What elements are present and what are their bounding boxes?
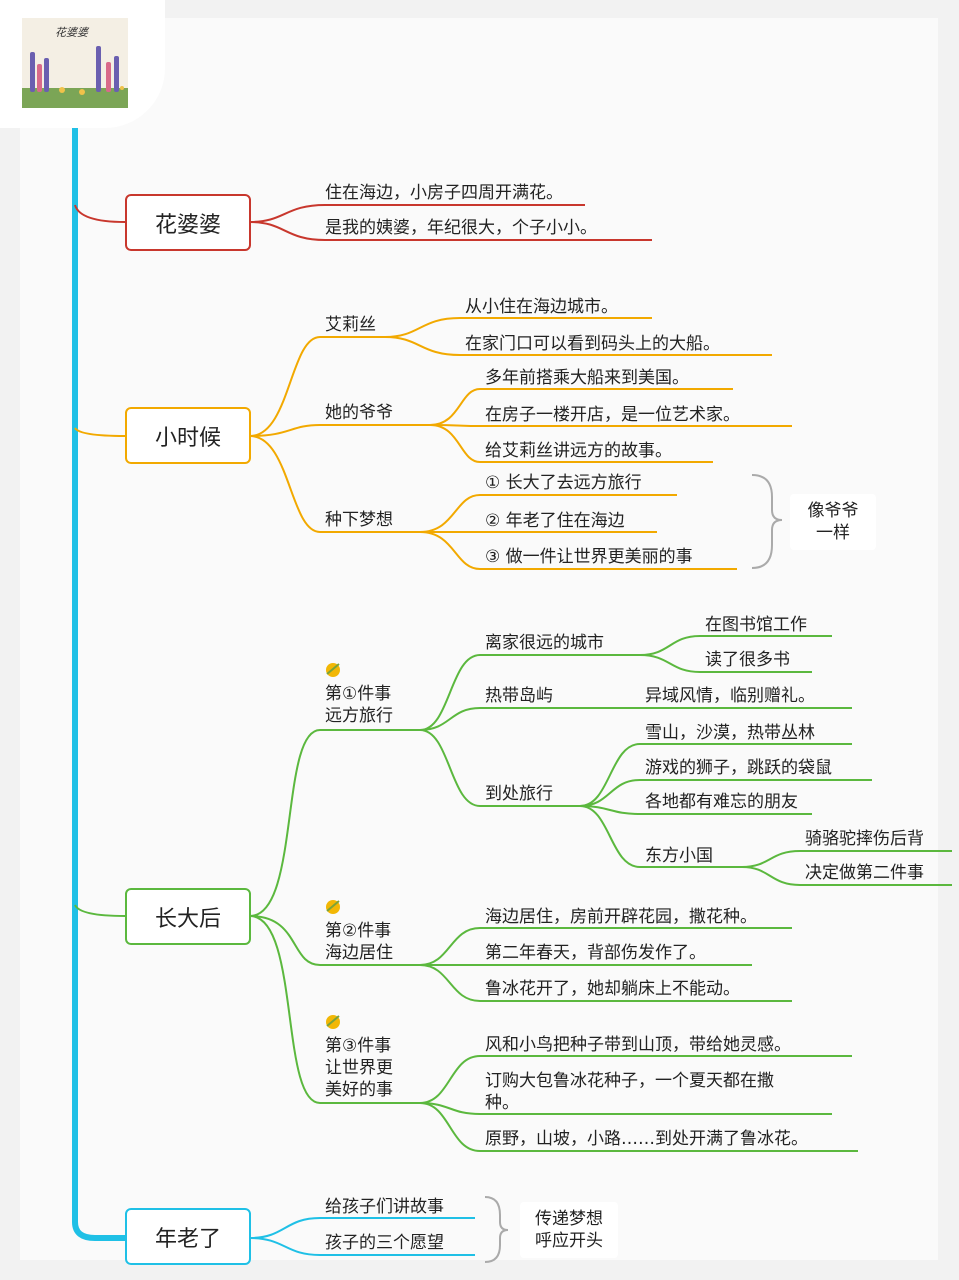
cover-card: 花婆婆 <box>0 0 165 128</box>
s3-east-item-2: 决定做第二件事 <box>805 863 924 883</box>
s4-branches <box>249 1217 475 1256</box>
s2-alice-label: 艾莉丝 <box>325 315 376 335</box>
node-grown-up[interactable]: 长大后 <box>125 888 251 945</box>
node-old-age[interactable]: 年老了 <box>125 1208 251 1265</box>
book-cover-image <box>22 18 128 108</box>
spine-link-s3 <box>74 904 126 917</box>
spine-link-s1 <box>74 204 126 223</box>
s4-note: 传递梦想 呼应开头 <box>520 1202 618 1258</box>
s3-island-item: 异域风情，临别赠礼。 <box>645 686 815 706</box>
s2-alice-item-2: 在家门口可以看到码头上的大船。 <box>465 334 720 354</box>
s3-city-label: 离家很远的城市 <box>485 633 604 653</box>
s1-item-2: 是我的姨婆，年纪很大，个子小小。 <box>325 218 597 238</box>
s3-thing3-item-3: 原野，山坡，小路……到处开满了鲁冰花。 <box>485 1129 808 1149</box>
s3-thing2-item-3: 鲁冰花开了，她却躺床上不能动。 <box>485 979 740 999</box>
s2-branches <box>249 317 792 570</box>
s3-east-item-1: 骑骆驼摔伤后背 <box>805 829 924 849</box>
s1-item-1: 住在海边，小房子四周开满花。 <box>325 183 563 203</box>
s1-branches <box>249 204 652 241</box>
node-huapopo[interactable]: 花婆婆 <box>125 194 251 251</box>
s4-note-brace <box>484 1196 509 1263</box>
s3-thing3-item-1: 风和小鸟把种子带到山顶，带给她灵感。 <box>485 1035 791 1055</box>
s3-thing3-label: 第③件事 让世界更 美好的事 <box>325 1036 393 1100</box>
spine <box>72 128 125 1241</box>
s2-dream-item-2: ② 年老了住在海边 <box>485 511 625 531</box>
star-icon <box>326 900 340 914</box>
s3-island-label: 热带岛屿 <box>485 686 553 706</box>
node-childhood[interactable]: 小时候 <box>125 407 251 464</box>
s2-note-brace <box>751 474 783 569</box>
s3-thing2-item-1: 海边居住，房前开辟花园，撒花种。 <box>485 907 757 927</box>
s2-grandpa-item-3: 给艾莉丝讲远方的故事。 <box>485 441 672 461</box>
s3-travel-item-1: 雪山，沙漠，热带丛林 <box>645 723 815 743</box>
s2-grandpa-item-1: 多年前搭乘大船来到美国。 <box>485 368 689 388</box>
star-icon <box>326 663 340 677</box>
s4-item-2: 孩子的三个愿望 <box>325 1233 444 1253</box>
s3-travel-label: 到处旅行 <box>485 784 553 804</box>
s2-note: 像爷爷 一样 <box>790 494 876 550</box>
s3-city-item-1: 在图书馆工作 <box>705 615 807 635</box>
s3-thing3-item-2: 订购大包鲁冰花种子，一个夏天都在撒种。 <box>485 1071 774 1113</box>
s3-branches <box>249 635 952 1152</box>
s2-grandpa-label: 她的爷爷 <box>325 403 393 423</box>
s2-alice-item-1: 从小住在海边城市。 <box>465 297 618 317</box>
s2-dream-item-1: ① 长大了去远方旅行 <box>485 473 642 493</box>
s3-travel-item-2: 游戏的狮子，跳跃的袋鼠 <box>645 758 832 778</box>
s3-thing2-label: 第②件事 海边居住 <box>325 921 393 963</box>
star-icon <box>326 1015 340 1029</box>
s3-city-item-2: 读了很多书 <box>705 650 790 670</box>
spine-link-s2 <box>74 427 126 437</box>
s3-thing1-label: 第①件事 远方旅行 <box>325 684 393 726</box>
s2-dream-label: 种下梦想 <box>325 510 393 530</box>
cover-title: 花婆婆 <box>55 26 88 39</box>
s3-travel-item-3: 各地都有难忘的朋友 <box>645 792 798 812</box>
s3-east-label: 东方小国 <box>645 846 713 866</box>
s4-item-1: 给孩子们讲故事 <box>325 1197 444 1217</box>
s2-dream-item-3: ③ 做一件让世界更美丽的事 <box>485 547 693 567</box>
s3-thing2-item-2: 第二年春天，背部伤发作了。 <box>485 943 706 963</box>
s2-grandpa-item-2: 在房子一楼开店，是一位艺术家。 <box>485 405 740 425</box>
